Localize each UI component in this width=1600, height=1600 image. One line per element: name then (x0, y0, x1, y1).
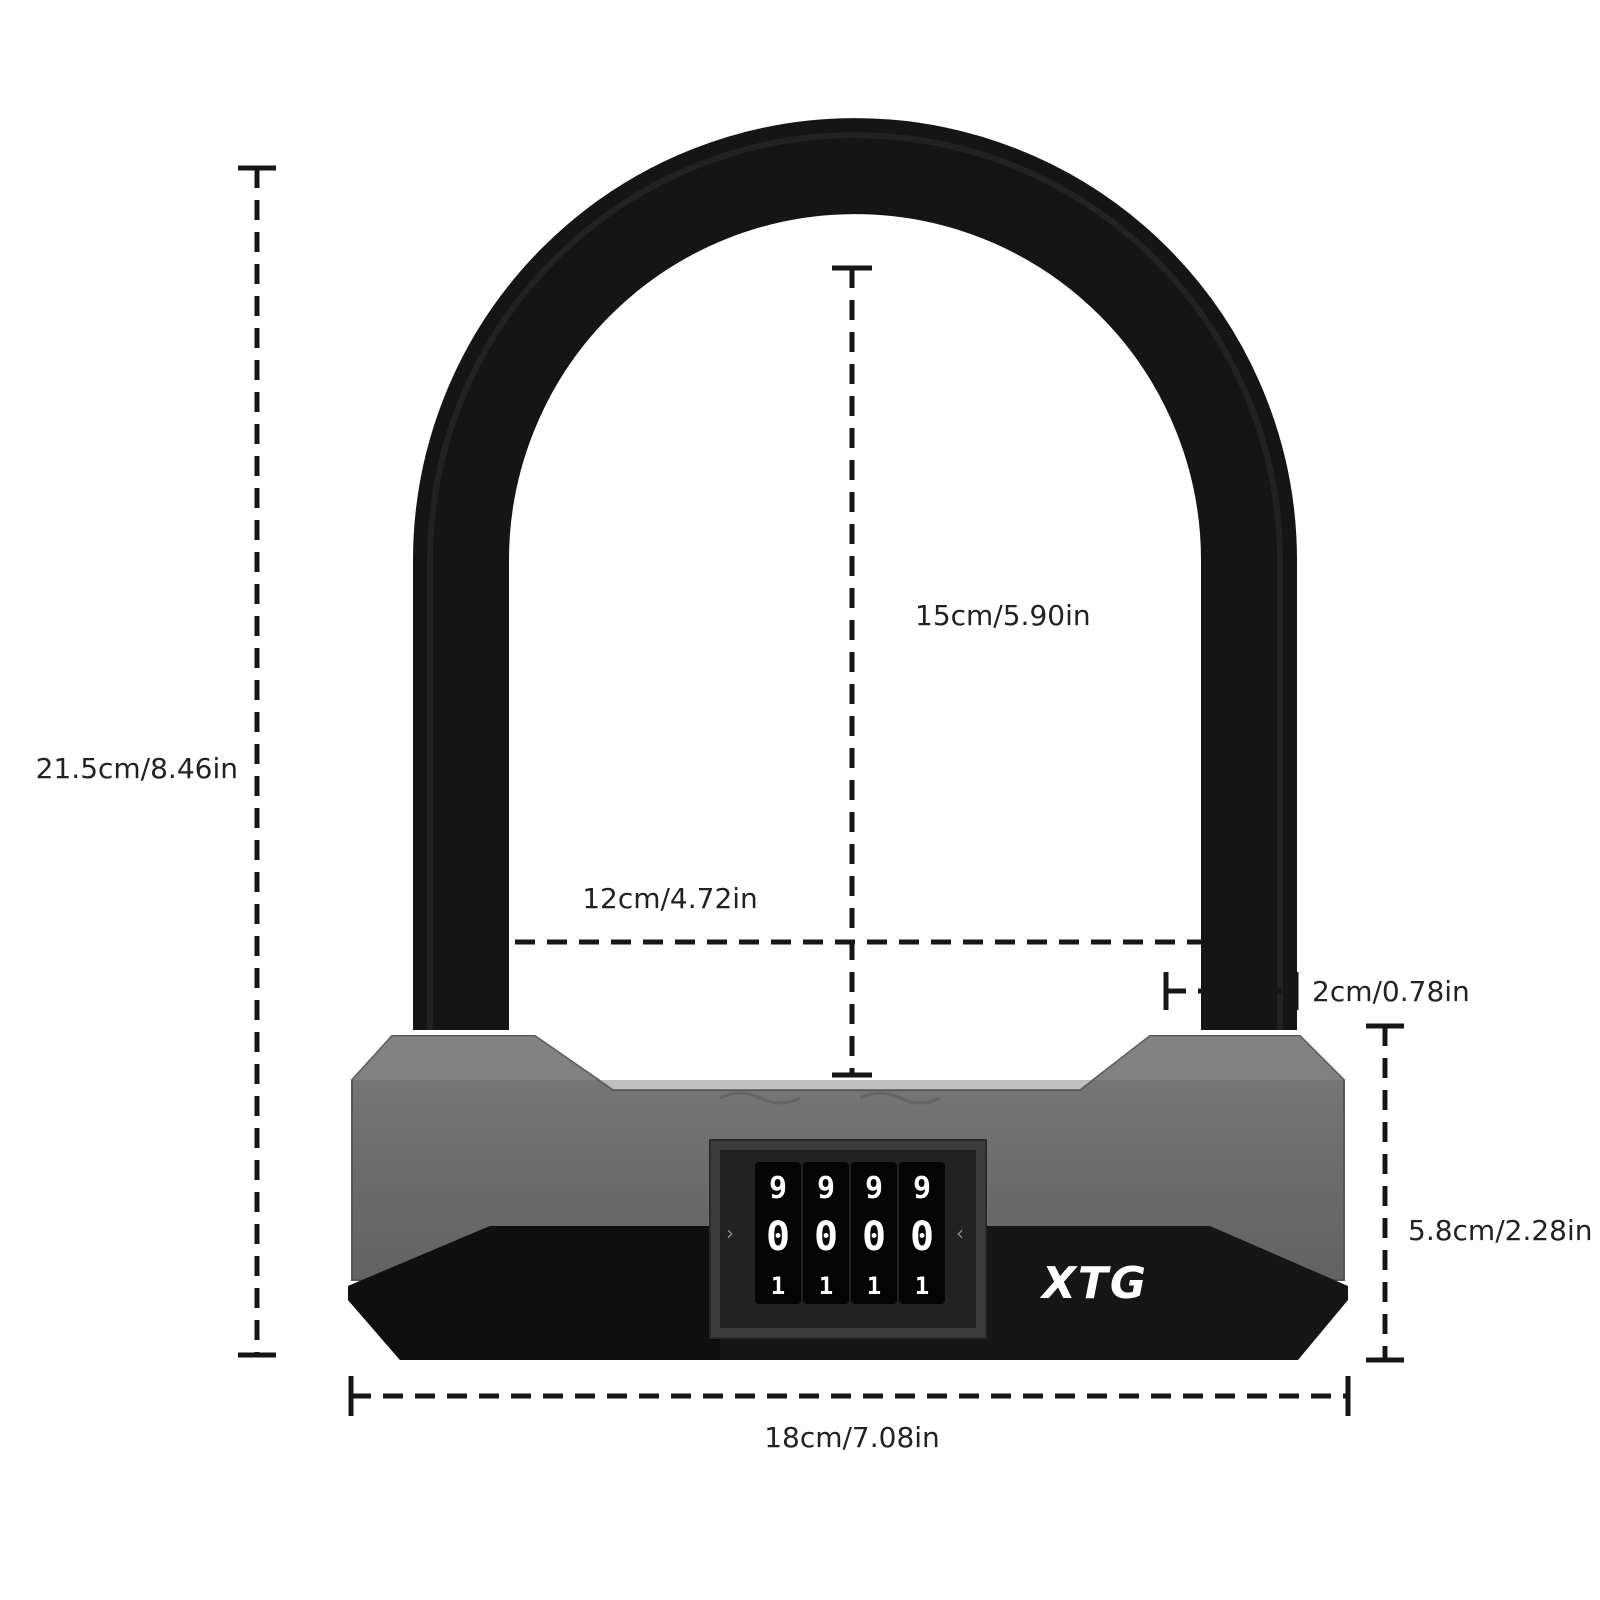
wheel-digit-bottom: 1 (915, 1272, 929, 1300)
dial-arrow-left-icon: › (726, 1221, 734, 1245)
inner-height-label: 15cm/5.90in (915, 599, 1091, 632)
wheel-digit-top: 9 (865, 1171, 883, 1206)
inner-width-dimension: 12cm/4.72in (480, 882, 1221, 960)
combination-wheel-2[interactable]: 9 0 1 (803, 1162, 849, 1304)
dial-arrow-right-icon: ‹ (956, 1221, 964, 1245)
body-height-label: 5.8cm/2.28in (1408, 1214, 1593, 1247)
total-width-label: 18cm/7.08in (764, 1421, 940, 1454)
wheel-digit-middle: 0 (910, 1214, 934, 1260)
wheel-digit-middle: 0 (862, 1214, 886, 1260)
wheel-digit-middle: 0 (814, 1214, 838, 1260)
wheel-digit-top: 9 (769, 1171, 787, 1206)
body-height-dimension: 5.8cm/2.28in (1366, 1023, 1593, 1363)
wheel-digit-top: 9 (817, 1171, 835, 1206)
wheel-digit-bottom: 1 (819, 1272, 833, 1300)
combination-wheel-face (755, 1162, 801, 1304)
combination-wheel-3[interactable]: 9 0 1 (851, 1162, 897, 1304)
wheel-digit-bottom: 1 (771, 1272, 785, 1300)
total-height-dimension: 21.5cm/8.46in (36, 165, 276, 1358)
combination-wheel-face (851, 1162, 897, 1304)
inner-height-dimension: 15cm/5.90in (832, 265, 1091, 1078)
shackle-thickness-label: 2cm/0.78in (1312, 975, 1470, 1008)
combination-wheel-1[interactable]: 9 0 1 (755, 1162, 801, 1304)
combination-wheel-face (899, 1162, 945, 1304)
wheel-digit-top: 9 (913, 1171, 931, 1206)
top-emboss-ornament (719, 1091, 941, 1105)
combination-wheel-4[interactable]: 9 0 1 (899, 1162, 945, 1304)
shackle-thickness-dimension: 2cm/0.78in (1163, 972, 1470, 1010)
combination-wheel-face (803, 1162, 849, 1304)
wheel-digit-middle: 0 (766, 1214, 790, 1260)
inner-width-label: 12cm/4.72in (582, 882, 758, 915)
wheel-digit-bottom: 1 (867, 1272, 881, 1300)
total-height-label: 21.5cm/8.46in (36, 752, 238, 785)
total-width-dimension: 18cm/7.08in (348, 1376, 1351, 1454)
shackle (413, 118, 1297, 1030)
brand-logo: XTG (1039, 1258, 1148, 1309)
